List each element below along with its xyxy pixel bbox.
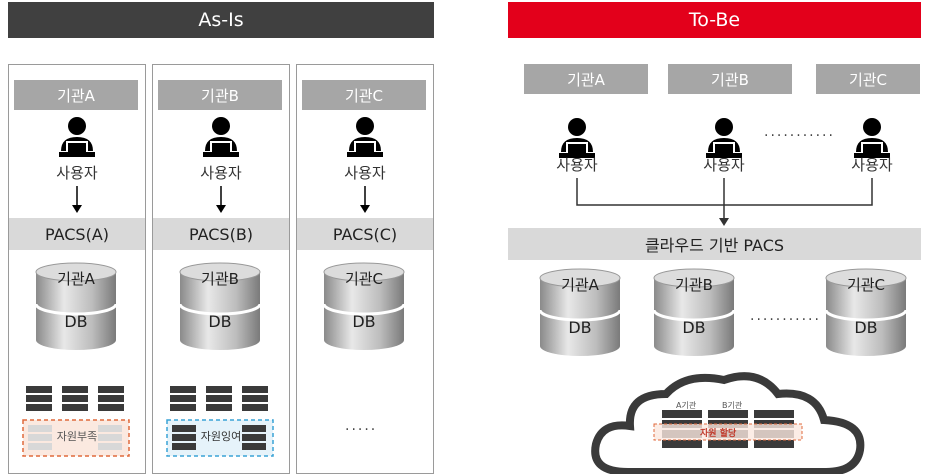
tobe-user-label-c: 사용자 — [851, 156, 893, 174]
tobe-tag-c: 기관C — [816, 64, 920, 94]
user-icon — [854, 118, 890, 158]
database-icon — [322, 262, 406, 350]
database-icon — [538, 268, 622, 356]
arrow-down-icon — [72, 186, 82, 213]
server-rack-icon — [22, 386, 130, 457]
database-icon — [824, 268, 908, 356]
asis-db-label-b: DB — [208, 312, 232, 331]
arrow-down-icon — [360, 186, 370, 213]
user-icon — [59, 117, 95, 157]
resource-surplus-label: 자원잉여 — [200, 430, 242, 443]
tobe-tag-b: 기관B — [668, 64, 792, 94]
asis-header: As-Is — [8, 2, 434, 38]
resource-allocation-label: 자원 할당 — [700, 429, 737, 439]
tobe-tag-a: 기관A — [524, 64, 648, 94]
asis-db-top-c: 기관C — [344, 270, 384, 288]
asis-db-top-a: 기관A — [57, 270, 95, 288]
asis-db-top-b: 기관B — [201, 270, 239, 288]
tobe-db-label-a: DB — [568, 318, 592, 337]
tobe-db-label-b: DB — [682, 318, 706, 337]
cloud-label-b: B기관 — [722, 401, 743, 410]
database-icon — [652, 268, 736, 356]
asis-tag-b: 기관B — [158, 80, 282, 110]
tobe-user-label-a: 사용자 — [556, 156, 598, 174]
database-icon — [178, 262, 262, 350]
asis-user-label-b: 사용자 — [200, 164, 242, 182]
tobe-db-dots: ........... — [750, 308, 821, 324]
asis-tag-a: 기관A — [14, 80, 138, 110]
asis-user-label-c: 사용자 — [344, 164, 386, 182]
tobe-db-top-c: 기관C — [846, 276, 886, 294]
tobe-user-label-b: 사용자 — [703, 156, 745, 174]
asis-title: As-Is — [198, 9, 244, 31]
asis-db-label-a: DB — [64, 312, 88, 331]
asis-dots-c: ..... — [345, 418, 378, 434]
arrow-down-icon — [216, 186, 226, 213]
tobe-header: To-Be — [508, 2, 921, 38]
tobe-title: To-Be — [688, 9, 741, 31]
asis-pacs-c: PACS(C) — [297, 218, 433, 250]
tobe-user-dots: ........... — [764, 124, 835, 140]
user-icon — [706, 118, 742, 158]
tobe-db-top-a: 기관A — [561, 276, 599, 294]
cloud-pacs-bar: 클라우드 기반 PACS — [508, 228, 921, 260]
asis-user-label-a: 사용자 — [56, 164, 98, 182]
resource-shortage-label: 자원부족 — [56, 430, 98, 443]
cloud-label-a: A기관 — [676, 401, 697, 410]
database-icon — [34, 262, 118, 350]
asis-db-label-c: DB — [352, 312, 376, 331]
tobe-db-top-b: 기관B — [675, 276, 713, 294]
cloud-icon — [591, 372, 865, 474]
user-icon — [559, 118, 595, 158]
asis-pacs-b: PACS(B) — [153, 218, 289, 250]
asis-pacs-a: PACS(A) — [9, 218, 145, 250]
user-icon — [203, 117, 239, 157]
asis-tag-c: 기관C — [302, 80, 426, 110]
tobe-db-label-c: DB — [854, 318, 878, 337]
user-icon — [347, 117, 383, 157]
server-rack-icon — [166, 386, 274, 457]
